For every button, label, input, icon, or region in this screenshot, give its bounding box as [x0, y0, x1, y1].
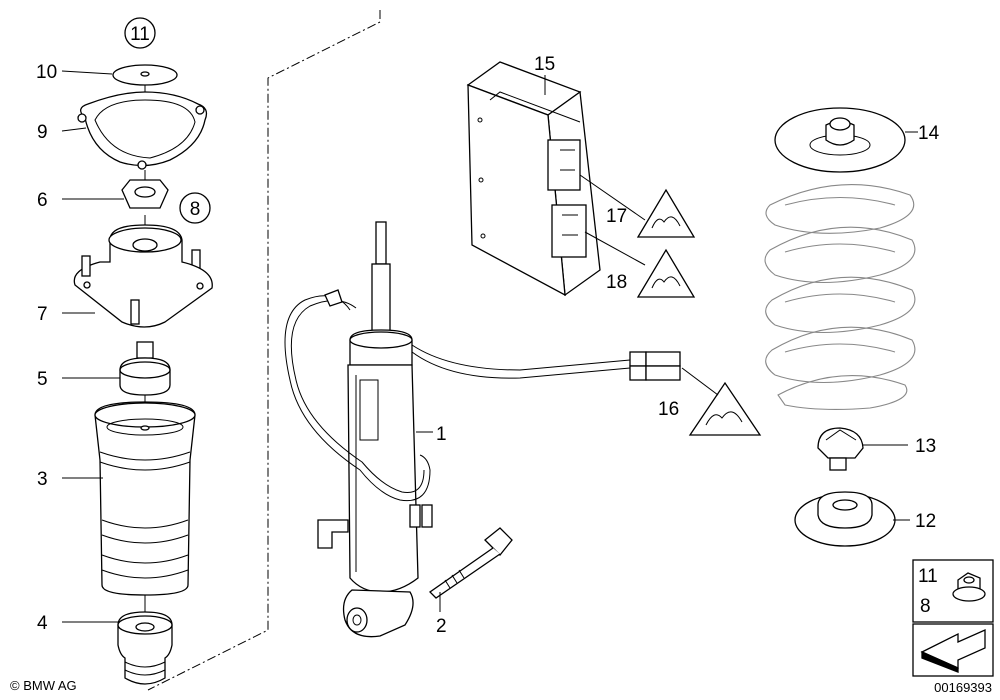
label-4: 4	[37, 613, 48, 634]
callout-11-circled: 11	[124, 17, 156, 49]
label-7: 7	[37, 304, 48, 325]
part-shock-absorber-1	[317, 221, 433, 638]
drawing-number: 00169393	[934, 680, 992, 695]
label-18: 18	[606, 272, 627, 293]
direction-arrow-box	[912, 623, 994, 677]
copyright-text: © BMW AG	[10, 678, 77, 693]
label-2: 2	[436, 616, 447, 637]
part-coil-spring	[764, 184, 916, 410]
part-spring-pad-14	[774, 107, 906, 173]
part-bolt-2	[428, 527, 513, 599]
label-8: 8	[190, 199, 201, 220]
label-6: 6	[37, 190, 48, 211]
label-15: 15	[534, 54, 555, 75]
part-spring-seat-12	[794, 491, 896, 547]
part-labels: 10 9 6 7 5 3 4 1 2 15 17 18 16 14 13 12	[36, 54, 940, 637]
leader-lines	[61, 70, 918, 623]
sensor-cables	[284, 289, 681, 502]
label-10: 10	[36, 62, 57, 83]
part-control-module-15	[466, 61, 601, 297]
label-5: 5	[37, 369, 48, 390]
callout-8-circled: 8	[179, 192, 211, 224]
label-14: 14	[918, 123, 940, 144]
warning-triangle-16	[688, 381, 762, 436]
part-bearing-5	[119, 341, 171, 396]
label-12: 12	[915, 511, 936, 532]
part-bellows-3	[94, 401, 196, 596]
label-9: 9	[37, 122, 48, 143]
legend-label-11: 11	[918, 566, 938, 587]
part-gasket-9	[77, 91, 208, 170]
warning-triangle-18	[636, 248, 696, 298]
label-11: 11	[130, 24, 150, 45]
legend-box-11-8: 11 8	[912, 559, 994, 623]
label-3: 3	[37, 469, 48, 490]
legend-label-8: 8	[920, 596, 931, 617]
warning-triangle-17	[636, 188, 696, 238]
part-bump-stop-4	[117, 611, 173, 685]
part-buffer-13	[817, 427, 864, 471]
label-16: 16	[658, 399, 679, 420]
label-1: 1	[436, 424, 447, 445]
label-13: 13	[915, 436, 936, 457]
label-17: 17	[606, 206, 627, 227]
part-strut-mount-7	[73, 224, 213, 328]
part-washer-11	[112, 64, 178, 86]
part-nut-6	[121, 179, 169, 209]
